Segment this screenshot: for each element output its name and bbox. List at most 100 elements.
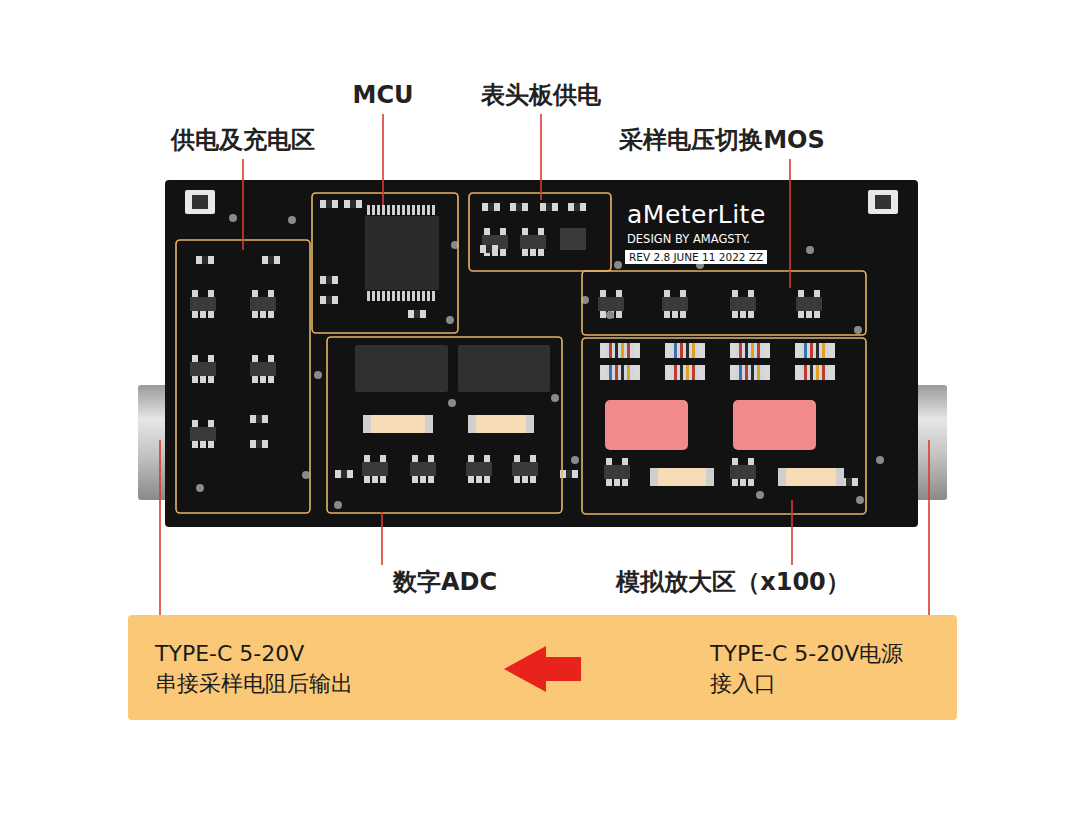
- resistor-end: [730, 365, 770, 380]
- region-label: 表头板供电: [481, 81, 601, 110]
- smd-pad: [514, 476, 520, 483]
- ic-pin: [402, 291, 405, 301]
- smd-pad: [560, 470, 566, 478]
- shunt-part: [733, 400, 816, 450]
- smd-pad: [262, 415, 268, 423]
- smd-pad: [732, 290, 738, 297]
- smd-pad: [268, 376, 274, 383]
- smd-body: [846, 478, 852, 486]
- board-revision: REV 2.8 JUNE 11 2022 ZZ: [625, 250, 767, 264]
- smd-pad: [364, 476, 370, 483]
- smd-pad: [740, 311, 746, 318]
- smd-pad: [468, 455, 474, 462]
- smd-pad: [356, 200, 362, 208]
- color-band: [686, 365, 689, 380]
- board-credit: DESIGN BY AMAGSTY.: [627, 232, 750, 246]
- smd-pad: [412, 476, 418, 483]
- smd-pad: [568, 203, 574, 211]
- smd-pad: [530, 249, 536, 256]
- via: [756, 491, 764, 499]
- region-label: 数字ADC: [393, 568, 497, 597]
- smd-body: [202, 256, 208, 264]
- smd-pad: [680, 311, 686, 318]
- sot-package: [466, 462, 492, 476]
- flow-arrow: [504, 646, 581, 692]
- resistor-end: [795, 343, 835, 358]
- smd-pad: [332, 276, 338, 284]
- smd-pad: [522, 249, 528, 256]
- mcu-chip: [365, 216, 439, 290]
- smd-pad: [192, 420, 198, 427]
- color-band: [692, 343, 695, 358]
- via: [806, 246, 814, 254]
- adc-chip: [355, 345, 448, 392]
- smd-pad: [814, 311, 820, 318]
- smd-pad: [616, 311, 622, 318]
- smd-pad: [484, 455, 490, 462]
- ic-pin: [422, 205, 425, 215]
- smd-pad: [208, 290, 214, 297]
- smd-pad: [200, 311, 206, 318]
- smd-pad: [344, 200, 350, 208]
- color-band: [751, 365, 754, 380]
- color-band: [816, 343, 819, 358]
- region-label: 采样电压切换MOS: [619, 126, 825, 155]
- smd-pad: [484, 228, 490, 235]
- smd-pad: [208, 376, 214, 383]
- smd-pad: [606, 479, 612, 486]
- smd-pad: [380, 455, 386, 462]
- color-band: [745, 343, 748, 358]
- via: [614, 261, 622, 269]
- smd-pad: [552, 203, 558, 211]
- smd-pad: [192, 441, 198, 448]
- smd-pad: [332, 296, 338, 304]
- smd-pad: [274, 256, 280, 264]
- smd-body: [256, 415, 262, 423]
- smd-pad: [748, 458, 754, 465]
- via: [571, 456, 579, 464]
- resistor-body: [606, 365, 634, 380]
- color-band: [810, 343, 813, 358]
- ic-pin: [412, 291, 415, 301]
- smd-pad: [408, 310, 414, 318]
- resistor-end: [363, 415, 433, 433]
- smd-pad: [664, 290, 670, 297]
- band-note: TYPE-C 5-20V 串接采样电阻后输出: [155, 639, 387, 698]
- sot-package: [190, 427, 216, 441]
- via: [196, 484, 204, 492]
- ic-pin: [427, 291, 430, 301]
- resistor-body: [606, 343, 634, 358]
- smd-pad: [332, 200, 338, 208]
- region-outlines: [176, 193, 866, 514]
- color-band: [680, 343, 683, 358]
- smd-parts: [190, 200, 884, 509]
- smd-pad: [732, 311, 738, 318]
- smd-pad: [347, 470, 353, 478]
- smd-pad: [522, 476, 528, 483]
- sot-package: [730, 465, 756, 479]
- sot-package: [730, 297, 756, 311]
- smd-pad: [748, 311, 754, 318]
- smd-pad: [364, 455, 370, 462]
- smd-pad: [798, 290, 804, 297]
- smd-pad: [250, 415, 256, 423]
- smd-pad: [252, 311, 258, 318]
- via: [854, 326, 862, 334]
- smd-pad: [268, 355, 274, 362]
- via: [551, 394, 559, 402]
- smd-body: [326, 296, 332, 304]
- sot-package: [512, 462, 538, 476]
- band-note: TYPE-C 5-20V电源 接入口: [710, 639, 942, 698]
- smd-pad: [380, 476, 386, 483]
- note-band: TYPE-C 5-20V 串接采样电阻后输出 TYPE-C 5-20V电源 接入口: [128, 615, 957, 720]
- color-band: [686, 343, 689, 358]
- ic-package: [560, 228, 586, 250]
- smd-body: [516, 203, 522, 211]
- via: [302, 471, 310, 479]
- resistor-body: [801, 365, 829, 380]
- smd-pad: [192, 376, 198, 383]
- board-title: aMeterLite: [627, 200, 766, 229]
- color-band: [816, 365, 819, 380]
- smd-pad: [600, 290, 606, 297]
- sot-package: [362, 462, 388, 476]
